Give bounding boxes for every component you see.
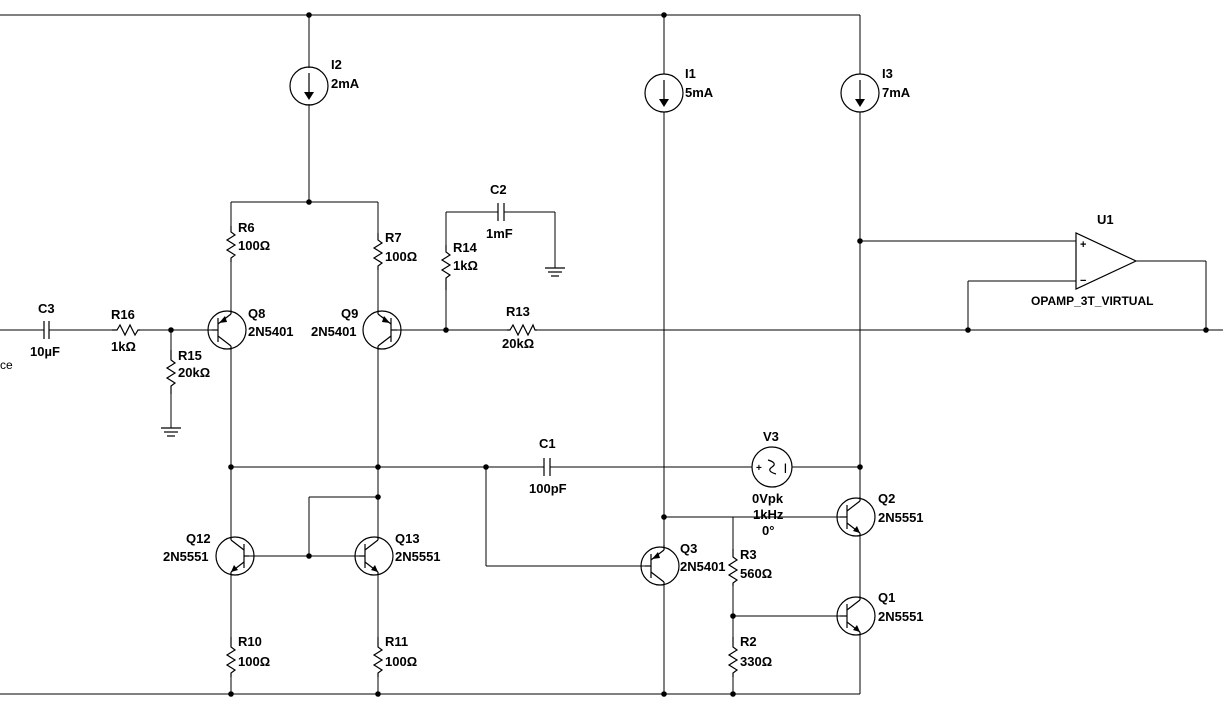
- resistor-r10[interactable]: R10 100Ω: [225, 634, 270, 677]
- q13-value: 2N5551: [395, 549, 441, 564]
- q12-ref: Q12: [186, 531, 211, 546]
- r14-ref: R14: [453, 240, 478, 255]
- current-source-i3[interactable]: I3 7mA: [840, 66, 911, 113]
- r13-value: 20kΩ: [502, 336, 534, 351]
- i1-value: 5mA: [685, 85, 714, 100]
- opamp-u1[interactable]: + − U1 OPAMP_3T_VIRTUAL: [1031, 212, 1153, 308]
- capacitor-c2[interactable]: C2 1mF: [486, 182, 513, 241]
- i1-ref: I1: [685, 66, 696, 81]
- resistor-r2[interactable]: R2 330Ω: [727, 634, 772, 677]
- r6-ref: R6: [238, 220, 255, 235]
- q8-ref: Q8: [248, 306, 265, 321]
- v3-ref: V3: [763, 429, 779, 444]
- transistor-q9[interactable]: Q9 2N5401: [311, 306, 402, 350]
- i2-value: 2mA: [331, 76, 360, 91]
- resistor-r13[interactable]: R13 20kΩ: [502, 304, 537, 351]
- transistor-q8[interactable]: Q8 2N5401: [207, 306, 294, 350]
- r10-value: 100Ω: [238, 654, 270, 669]
- q8-value: 2N5401: [248, 324, 294, 339]
- ground-r15: [161, 427, 181, 437]
- r10-ref: R10: [238, 634, 262, 649]
- u1-value: OPAMP_3T_VIRTUAL: [1031, 294, 1153, 308]
- v3-minus: |: [784, 463, 787, 474]
- offscreen-source-label: ce: [0, 358, 13, 372]
- r3-ref: R3: [740, 547, 757, 562]
- r13-ref: R13: [506, 304, 530, 319]
- c1-value: 100pF: [529, 481, 567, 496]
- voltage-source-v3[interactable]: + | V3 0Vpk 1kHz 0°: [751, 429, 793, 538]
- c3-value: 10µF: [30, 344, 60, 359]
- transistor-q3[interactable]: Q3 2N5401: [640, 541, 726, 586]
- c2-value: 1mF: [486, 226, 513, 241]
- r2-ref: R2: [740, 634, 757, 649]
- q9-ref: Q9: [341, 306, 358, 321]
- r14-value: 1kΩ: [453, 258, 478, 273]
- q1-value: 2N5551: [878, 609, 924, 624]
- q3-value: 2N5401: [680, 559, 726, 574]
- current-source-i2[interactable]: I2 2mA: [289, 57, 360, 106]
- transistor-q13[interactable]: Q13 2N5551: [354, 531, 441, 576]
- resistor-r3[interactable]: R3 560Ω: [727, 547, 772, 586]
- c2-ref: C2: [490, 182, 507, 197]
- capacitor-c1[interactable]: C1 100pF: [529, 436, 567, 496]
- resistor-r15[interactable]: R15 20kΩ: [165, 348, 210, 394]
- ground-c2: [545, 267, 565, 277]
- resistor-r16[interactable]: R16 1kΩ: [111, 307, 140, 354]
- resistor-r6[interactable]: R6 100Ω: [225, 220, 270, 262]
- v3-frequency: 1kHz: [753, 507, 784, 522]
- q3-ref: Q3: [680, 541, 697, 556]
- transistor-q2[interactable]: Q2 2N5551: [836, 491, 924, 537]
- r11-value: 100Ω: [385, 654, 417, 669]
- wires: [0, 14, 1223, 695]
- r15-value: 20kΩ: [178, 365, 210, 380]
- r6-value: 100Ω: [238, 238, 270, 253]
- i2-ref: I2: [331, 57, 342, 72]
- u1-minus: −: [1080, 275, 1086, 287]
- i3-ref: I3: [882, 66, 893, 81]
- resistor-r7[interactable]: R7 100Ω: [372, 230, 417, 270]
- r11-ref: R11: [385, 634, 408, 649]
- c3-ref: C3: [38, 301, 55, 316]
- r16-value: 1kΩ: [111, 339, 136, 354]
- r7-ref: R7: [385, 230, 402, 245]
- u1-plus: +: [1080, 239, 1086, 251]
- q2-ref: Q2: [878, 491, 895, 506]
- transistor-q12[interactable]: Q12 2N5551: [163, 531, 255, 576]
- resistor-r11[interactable]: R11 100Ω: [372, 634, 417, 677]
- c1-ref: C1: [539, 436, 556, 451]
- r2-value: 330Ω: [740, 654, 772, 669]
- current-source-i1[interactable]: I1 5mA: [644, 66, 714, 113]
- transistor-q1[interactable]: Q1 2N5551: [836, 590, 924, 636]
- r15-ref: R15: [178, 348, 202, 363]
- capacitor-c3[interactable]: C3 10µF: [30, 301, 60, 359]
- q2-value: 2N5551: [878, 510, 924, 525]
- junction-dots: [168, 12, 1209, 697]
- q13-ref: Q13: [395, 531, 420, 546]
- q1-ref: Q1: [878, 590, 895, 605]
- r16-ref: R16: [111, 307, 135, 322]
- resistor-r14[interactable]: R14 1kΩ: [440, 240, 478, 290]
- i3-value: 7mA: [882, 85, 911, 100]
- q12-value: 2N5551: [163, 549, 209, 564]
- v3-amplitude: 0Vpk: [752, 491, 784, 506]
- q9-value: 2N5401: [311, 324, 357, 339]
- r7-value: 100Ω: [385, 249, 417, 264]
- v3-phase: 0°: [762, 523, 774, 538]
- v3-plus: +: [756, 463, 762, 474]
- u1-ref: U1: [1097, 212, 1114, 227]
- r3-value: 560Ω: [740, 566, 772, 581]
